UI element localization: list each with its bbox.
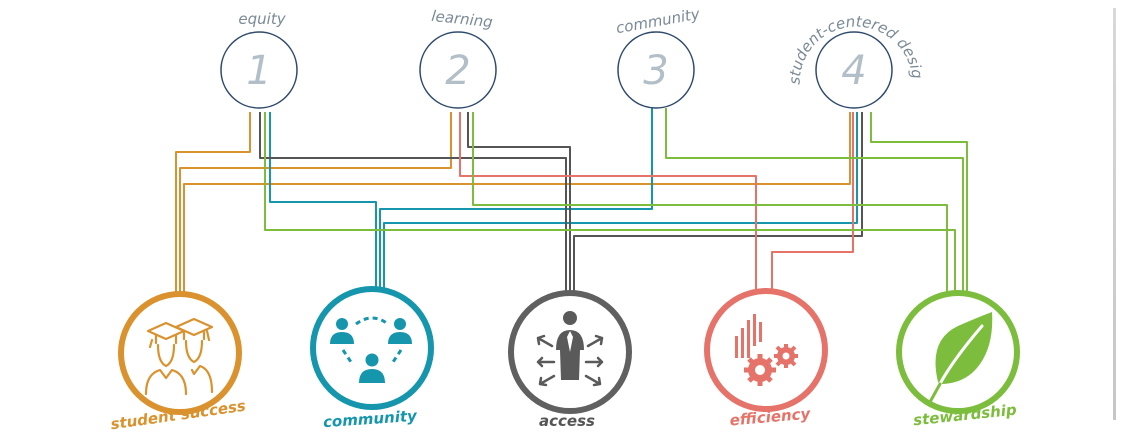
connector-design-access bbox=[573, 112, 863, 292]
connector-learning-access bbox=[467, 112, 571, 292]
principle-1-number: 1 bbox=[246, 48, 271, 94]
graduates-icon bbox=[144, 317, 214, 396]
principle-1-ring bbox=[220, 31, 298, 109]
principle-3-number: 3 bbox=[643, 48, 668, 94]
connector-community-community bbox=[379, 108, 653, 292]
leaf-icon bbox=[928, 312, 993, 404]
access-label: access bbox=[539, 412, 595, 430]
efficiency-label: efficiency bbox=[729, 404, 812, 429]
gears-chart-icon bbox=[735, 314, 798, 386]
community-ring bbox=[310, 286, 434, 410]
outcome-student-success: student success bbox=[109, 291, 247, 433]
person-arrows-icon bbox=[536, 311, 604, 387]
connector-design-efficiency bbox=[771, 112, 854, 292]
connector-equity-student-success bbox=[175, 112, 251, 292]
connector-lines bbox=[175, 108, 968, 292]
efficiency-ring bbox=[704, 288, 828, 412]
principle-1: 1 equity bbox=[220, 10, 298, 109]
principle-1-label: equity bbox=[238, 10, 286, 28]
outcome-efficiency: efficiency bbox=[704, 288, 828, 429]
connector-equity-stewardship bbox=[264, 112, 956, 292]
principle-2-label: learning bbox=[431, 7, 494, 31]
connector-community-stewardship bbox=[665, 108, 964, 292]
principle-2-ring bbox=[419, 31, 497, 109]
connector-design-student-success bbox=[183, 112, 851, 292]
page-edge-shadow bbox=[1113, 8, 1116, 420]
principle-4-ring bbox=[815, 31, 893, 109]
connector-design-community bbox=[383, 112, 858, 292]
connector-equity-community bbox=[269, 112, 377, 292]
principle-2: 2 learning bbox=[419, 7, 497, 109]
principle-4-number: 4 bbox=[841, 48, 866, 94]
principle-2-number: 2 bbox=[445, 48, 470, 94]
connector-design-stewardship bbox=[870, 112, 968, 292]
people-network-icon bbox=[330, 316, 412, 383]
outcome-access: access bbox=[508, 290, 632, 430]
outcome-stewardship: stewardship bbox=[896, 290, 1020, 429]
connector-learning-stewardship bbox=[472, 112, 948, 292]
connector-equity-access bbox=[259, 112, 567, 292]
principle-3-ring bbox=[617, 31, 695, 109]
community-label: community bbox=[322, 407, 418, 432]
connector-learning-efficiency bbox=[459, 112, 757, 292]
principle-3: 3 community bbox=[615, 5, 702, 109]
connector-learning-student-success bbox=[179, 112, 452, 292]
student-success-ring bbox=[118, 291, 242, 415]
outcome-community: community bbox=[310, 286, 434, 432]
